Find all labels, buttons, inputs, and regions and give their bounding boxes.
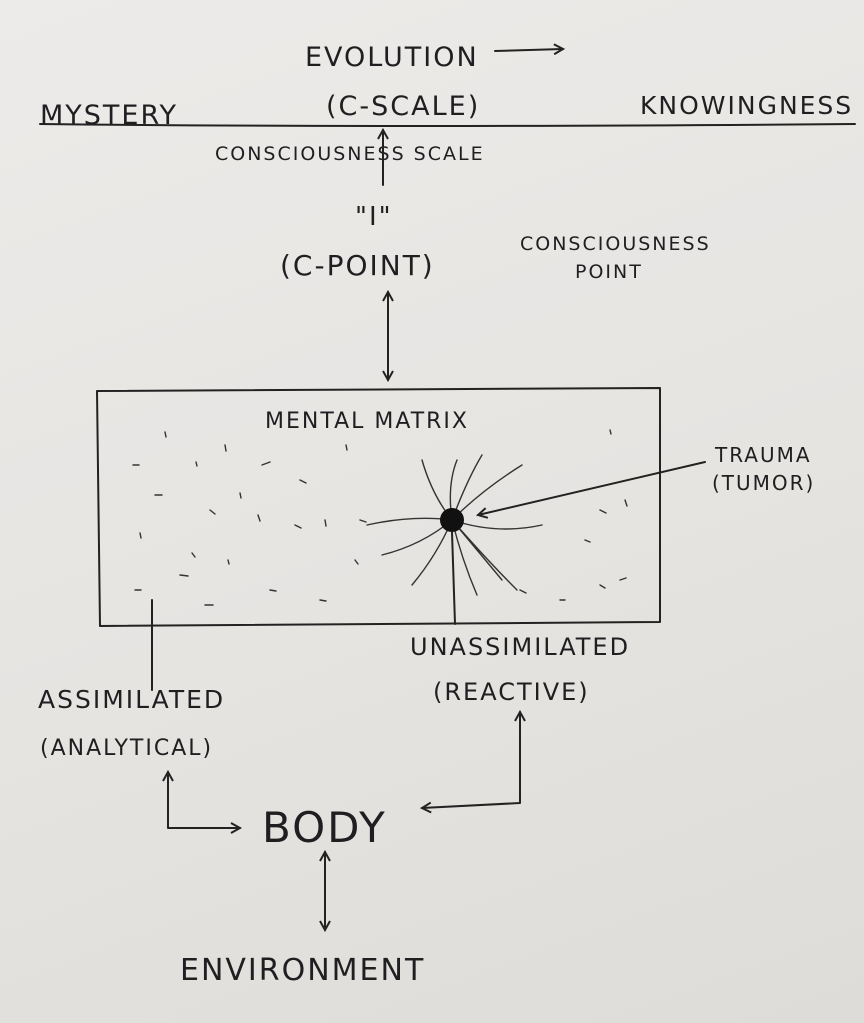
i-label: "I" (355, 202, 393, 232)
reactive-label: (REACTIVE) (433, 678, 590, 706)
trauma-pointer-arrow (478, 461, 706, 515)
tumor-down-line (451, 531, 456, 625)
mystery-label: MYSTERY (40, 100, 178, 131)
reactive-body-arrow (422, 712, 520, 808)
knowingness-label: KNOWINGNESS (640, 91, 853, 120)
body-label: BODY (262, 803, 387, 852)
c-point-label: (C-POINT) (280, 249, 435, 282)
assimilated-body-arrow (168, 772, 240, 828)
consciousness-scale-line (39, 123, 856, 127)
consciousness-point-caption-1: CONSCIOUSNESS (520, 233, 711, 255)
matrix-specks (132, 429, 628, 606)
assimilated-label: ASSIMILATED (38, 685, 225, 714)
evolution-label: EVOLUTION (305, 42, 479, 73)
mental-matrix-box (96, 387, 661, 627)
trauma-cracks (366, 454, 543, 596)
trauma-tumor-mark (440, 508, 464, 532)
consciousness-point-caption-2: POINT (575, 261, 643, 283)
environment-label: ENVIRONMENT (180, 953, 425, 988)
trauma-label: TRAUMA (714, 443, 812, 467)
tumor-label: (TUMOR) (712, 471, 815, 495)
evolution-arrow (494, 49, 563, 51)
c-scale-label: (C-SCALE) (326, 91, 480, 122)
analytical-label: (ANALYTICAL) (40, 736, 213, 761)
consciousness-scale-caption: CONSCIOUSNESS SCALE (215, 143, 485, 165)
mental-matrix-title: MENTAL MATRIX (265, 409, 469, 434)
unassimilated-label: UNASSIMILATED (410, 633, 630, 661)
